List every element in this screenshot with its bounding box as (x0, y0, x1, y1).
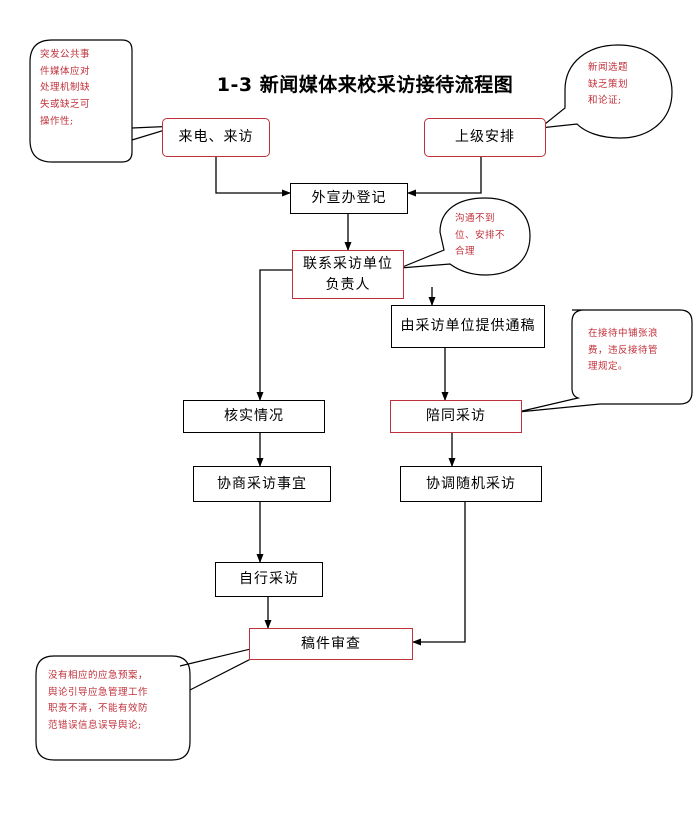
speech-bubble-top-left (29, 39, 179, 163)
node-call-visit: 来电、来访 (162, 118, 270, 157)
speech-bubble-middle (399, 197, 531, 276)
connector-coordinate-to-review (412, 502, 466, 646)
connector-call-to-register (215, 157, 291, 197)
note-line: 合理 (455, 246, 476, 258)
note-line: 处理机制缺 (40, 82, 91, 94)
node-contact-unit: 联系采访单位 负责人 (292, 250, 404, 299)
note-line: 操作性; (40, 115, 74, 127)
note-line: 沟通不到 (455, 213, 496, 224)
note-line: 理规定。 (588, 361, 629, 373)
node-provide-draft: 由采访单位提供通稿 (391, 305, 545, 348)
node-contact-unit-line2: 负责人 (325, 276, 371, 293)
node-negotiate: 协商采访事宜 (193, 466, 331, 502)
note-line: 位、安排不 (455, 229, 506, 241)
risk-note-top-left: 突发公共事 件媒体应对 处理机制缺 失或缺乏可 操作性; (40, 47, 90, 130)
note-line: 范错误信息误导舆论; (48, 719, 142, 731)
risk-note-top-right: 新闻选题 缺乏策划 和论证; (588, 60, 628, 110)
note-line: 缺乏策划 (588, 78, 629, 90)
node-superior-arrangement: 上级安排 (424, 118, 546, 157)
note-line: 失或缺乏可 (40, 98, 91, 110)
node-register: 外宣办登记 (290, 183, 408, 214)
speech-bubble-top-right (538, 44, 673, 139)
node-coordinate: 协调随机采访 (400, 466, 542, 502)
page-title: 1-3 新闻媒体来校采访接待流程图 (216, 74, 514, 96)
note-line: 舆论引导应急管理工作 (48, 686, 149, 698)
note-line: 件媒体应对 (40, 65, 91, 77)
risk-note-middle: 沟通不到 位、安排不 合理 (455, 211, 505, 261)
speech-bubble-right (517, 309, 693, 413)
note-line: 和论证; (588, 95, 622, 107)
node-self-interview: 自行采访 (215, 562, 323, 597)
node-review: 稿件审查 (249, 628, 413, 660)
node-verify: 核实情况 (183, 400, 325, 433)
connector-superior-to-register (407, 157, 482, 197)
note-line: 职责不清，不能有效防 (48, 703, 149, 715)
node-contact-unit-line1: 联系采访单位 (303, 256, 393, 273)
note-line: 突发公共事 (40, 49, 91, 60)
connector-contact-to-verify (256, 269, 292, 401)
note-line: 新闻选题 (588, 62, 629, 73)
note-line: 在接待中铺张浪 (588, 328, 659, 339)
risk-note-right: 在接待中铺张浪 费，违反接待管 理规定。 (588, 326, 658, 376)
note-line: 没有相应的应急预案， (48, 670, 149, 681)
note-line: 费，违反接待管 (588, 344, 659, 356)
node-accompany: 陪同采访 (390, 400, 522, 433)
risk-note-bottom-left: 没有相应的应急预案， 舆论引导应急管理工作 职责不清，不能有效防 范错误信息误导… (48, 668, 148, 735)
